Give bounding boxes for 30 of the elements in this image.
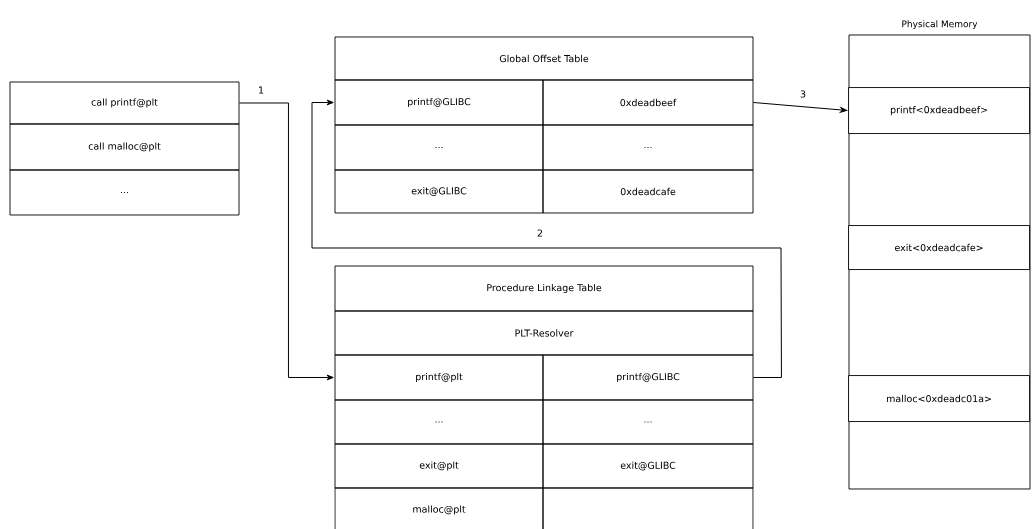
table-cell: exit@GLIBC xyxy=(542,443,754,489)
edge-label: 2 xyxy=(536,228,545,238)
memory-cell: malloc<0xdeadc01a> xyxy=(848,375,1030,422)
table-cell: PLT-Resolver xyxy=(334,310,754,356)
edge-label: 1 xyxy=(257,85,266,95)
table-cell: ... xyxy=(334,399,544,445)
table-cell: 0xdeadcafe xyxy=(542,169,754,214)
table-cell: call printf@plt xyxy=(9,81,240,125)
table-cell: 0xdeadbeef xyxy=(542,79,754,126)
node-label: Physical Memory xyxy=(902,20,978,30)
table-cell: printf@GLIBC xyxy=(334,79,544,126)
arrow xyxy=(311,99,782,378)
memory-cell: printf<0xdeadbeef> xyxy=(848,87,1030,134)
table-cell: ... xyxy=(9,169,240,216)
table-cell: exit@plt xyxy=(334,443,544,489)
table-cell: ... xyxy=(334,124,544,171)
arrow xyxy=(238,102,334,381)
table-cell: exit@GLIBC xyxy=(334,169,544,214)
table-cell: printf@plt xyxy=(334,354,544,401)
table-cell: Global Offset Table xyxy=(334,36,754,81)
memory-cell: exit<0xdeadcafe> xyxy=(848,225,1030,270)
table-cell: ... xyxy=(542,124,754,171)
empty-cell xyxy=(542,487,754,529)
table-cell: Procedure Linkage Table xyxy=(334,265,754,312)
table-cell: ... xyxy=(542,399,754,445)
table-cell: call malloc@plt xyxy=(9,123,240,171)
table-cell: malloc@plt xyxy=(334,487,544,529)
table-cell: printf@GLIBC xyxy=(542,354,754,401)
arrow xyxy=(752,102,848,113)
edge-label: 3 xyxy=(799,89,807,99)
